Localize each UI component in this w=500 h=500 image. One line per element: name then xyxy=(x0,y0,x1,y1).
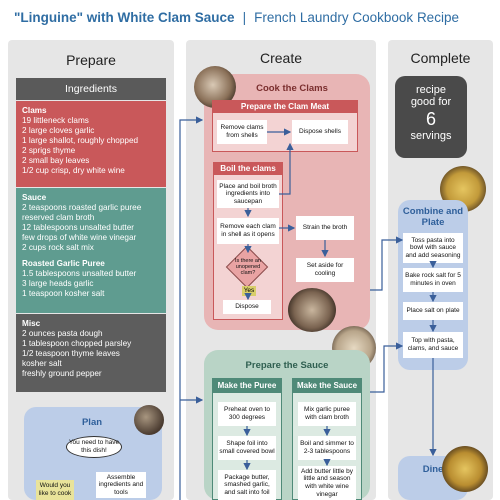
pasta-photo-icon xyxy=(442,446,488,492)
ingredient-item: 2 cups rock salt mix xyxy=(22,243,94,252)
serving-badge: recipe good for 6 servings xyxy=(395,76,467,158)
page-title: "Linguine" with White Clam Sauce | French … xyxy=(14,10,494,25)
ingredient-item: 2 ounces pasta dough xyxy=(22,329,103,338)
make-puree-title: Make the Puree xyxy=(212,378,282,393)
sauce-step: Boil and simmer to 2-3 tablespoons xyxy=(298,436,356,460)
combine-step: Bake rock salt for 5 minutes in oven xyxy=(403,268,463,292)
ingredient-item: few drops of white wine vinegar xyxy=(22,233,137,242)
prepare-heading: Prepare xyxy=(66,52,116,68)
puree-step: Preheat oven to 300 degrees xyxy=(218,402,276,426)
cook-clams-title: Cook the Clams xyxy=(256,83,328,94)
prepare-meat-title: Prepare the Clam Meat xyxy=(212,100,358,113)
ingredients-misc: Misc 2 ounces pasta dough 1 tablespoon c… xyxy=(16,314,166,392)
complete-heading: Complete xyxy=(410,50,471,66)
connector xyxy=(179,116,204,500)
ingredient-item: 1/2 teaspoon thyme leaves xyxy=(22,349,120,358)
ingredient-item: 3 large heads garlic xyxy=(22,279,94,288)
ingredients-clams: Clams 19 littleneck clams 2 large cloves… xyxy=(16,101,166,187)
yes-label: Yes xyxy=(242,286,256,296)
set-aside-step: Set aside for cooling xyxy=(296,258,354,282)
ingredient-item: 2 small bay leaves xyxy=(22,156,90,165)
combine-title: Combine and Plate xyxy=(402,206,464,228)
garlic-heading: Roasted Garlic Puree xyxy=(22,259,105,268)
combine-step: Toss pasta into bowl with sauce and add … xyxy=(403,233,463,263)
boil-clams-title: Boil the clams xyxy=(213,162,283,175)
remove-clams-step: Remove clams from shells xyxy=(217,120,267,144)
unopened-clam-question: Is there an unopened clam? xyxy=(235,258,261,276)
create-heading: Create xyxy=(259,50,303,66)
sauce-step: Mix garlic puree with clam broth xyxy=(298,402,356,426)
plan-step: Assemble ingredients and tools xyxy=(96,472,146,498)
ingredient-item: 19 littleneck clams xyxy=(22,116,89,125)
puree-step: Shape foil into small covered bowl xyxy=(218,436,276,460)
ingredient-item: kosher salt xyxy=(22,359,62,368)
connector xyxy=(370,342,404,393)
serving-count: 6 xyxy=(425,109,436,129)
dish-title: "Linguine" with White Clam Sauce xyxy=(14,10,235,25)
clams-heading: Clams xyxy=(22,106,47,115)
combine-step: Top with pasta, clams, and sauce xyxy=(403,332,463,358)
plan-title: Plan xyxy=(81,417,103,428)
sauce-heading: Sauce xyxy=(22,193,47,202)
ingredient-item: 1 teaspoon kosher salt xyxy=(22,289,105,298)
connector xyxy=(370,236,404,291)
prepare-sauce-title: Prepare the Sauce xyxy=(245,360,329,371)
combine-step: Place salt on plate xyxy=(403,302,463,320)
plan-question: Would you like to cook xyxy=(36,480,74,500)
ingredient-item: 2 teaspoons roasted garlic puree xyxy=(22,203,142,212)
serving-recipe: recipe xyxy=(416,84,446,96)
ingredient-item: freshly ground pepper xyxy=(22,369,102,378)
title-separator: | xyxy=(242,10,247,25)
ingredient-item: 2 large cloves garlic xyxy=(22,126,95,135)
ingredient-item: 2 sprigs thyme xyxy=(22,146,76,155)
ingredient-item: 1/2 cup crisp, dry white wine xyxy=(22,166,125,175)
serving-unit: servings xyxy=(410,130,452,142)
sauce-step: Add butter little by little and season w… xyxy=(298,466,356,500)
ingredient-item: 1 large shallot, roughly chopped xyxy=(22,136,139,145)
plan-bubble: You need to have this dish! xyxy=(66,436,122,458)
dine-title: Dine xyxy=(422,464,444,475)
boil-remove-step: Remove each clam in shell as it opens xyxy=(217,218,279,244)
clam-photo-icon xyxy=(288,288,336,332)
ingredient-item: 1.5 tablespoons unsalted butter xyxy=(22,269,137,278)
dispose-shells-step: Dispose shells xyxy=(292,120,348,144)
strain-broth-step: Strain the broth xyxy=(296,216,354,240)
boil-dispose-step: Dispose xyxy=(223,300,271,314)
plan-photo-icon xyxy=(134,405,164,435)
make-sauce-title: Make the Sauce xyxy=(292,378,362,393)
ingredient-item: reserved clam broth xyxy=(22,213,95,222)
boil-place-step: Place and boil broth ingredients into sa… xyxy=(217,180,279,208)
ingredient-item: 1 tablespoon chopped parsley xyxy=(22,339,132,348)
puree-step: Package butter, smashed garlic, and salt… xyxy=(218,470,276,500)
source-title: French Laundry Cookbook Recipe xyxy=(254,10,459,25)
ingredients-header: Ingredients xyxy=(16,78,166,100)
connector xyxy=(279,142,294,195)
serving-good-for: good for xyxy=(410,96,452,108)
ingredient-item: 12 tablespoons unsalted butter xyxy=(22,223,134,232)
ingredients-sauce: Sauce 2 teaspoons roasted garlic puree r… xyxy=(16,188,166,313)
misc-heading: Misc xyxy=(22,319,41,328)
